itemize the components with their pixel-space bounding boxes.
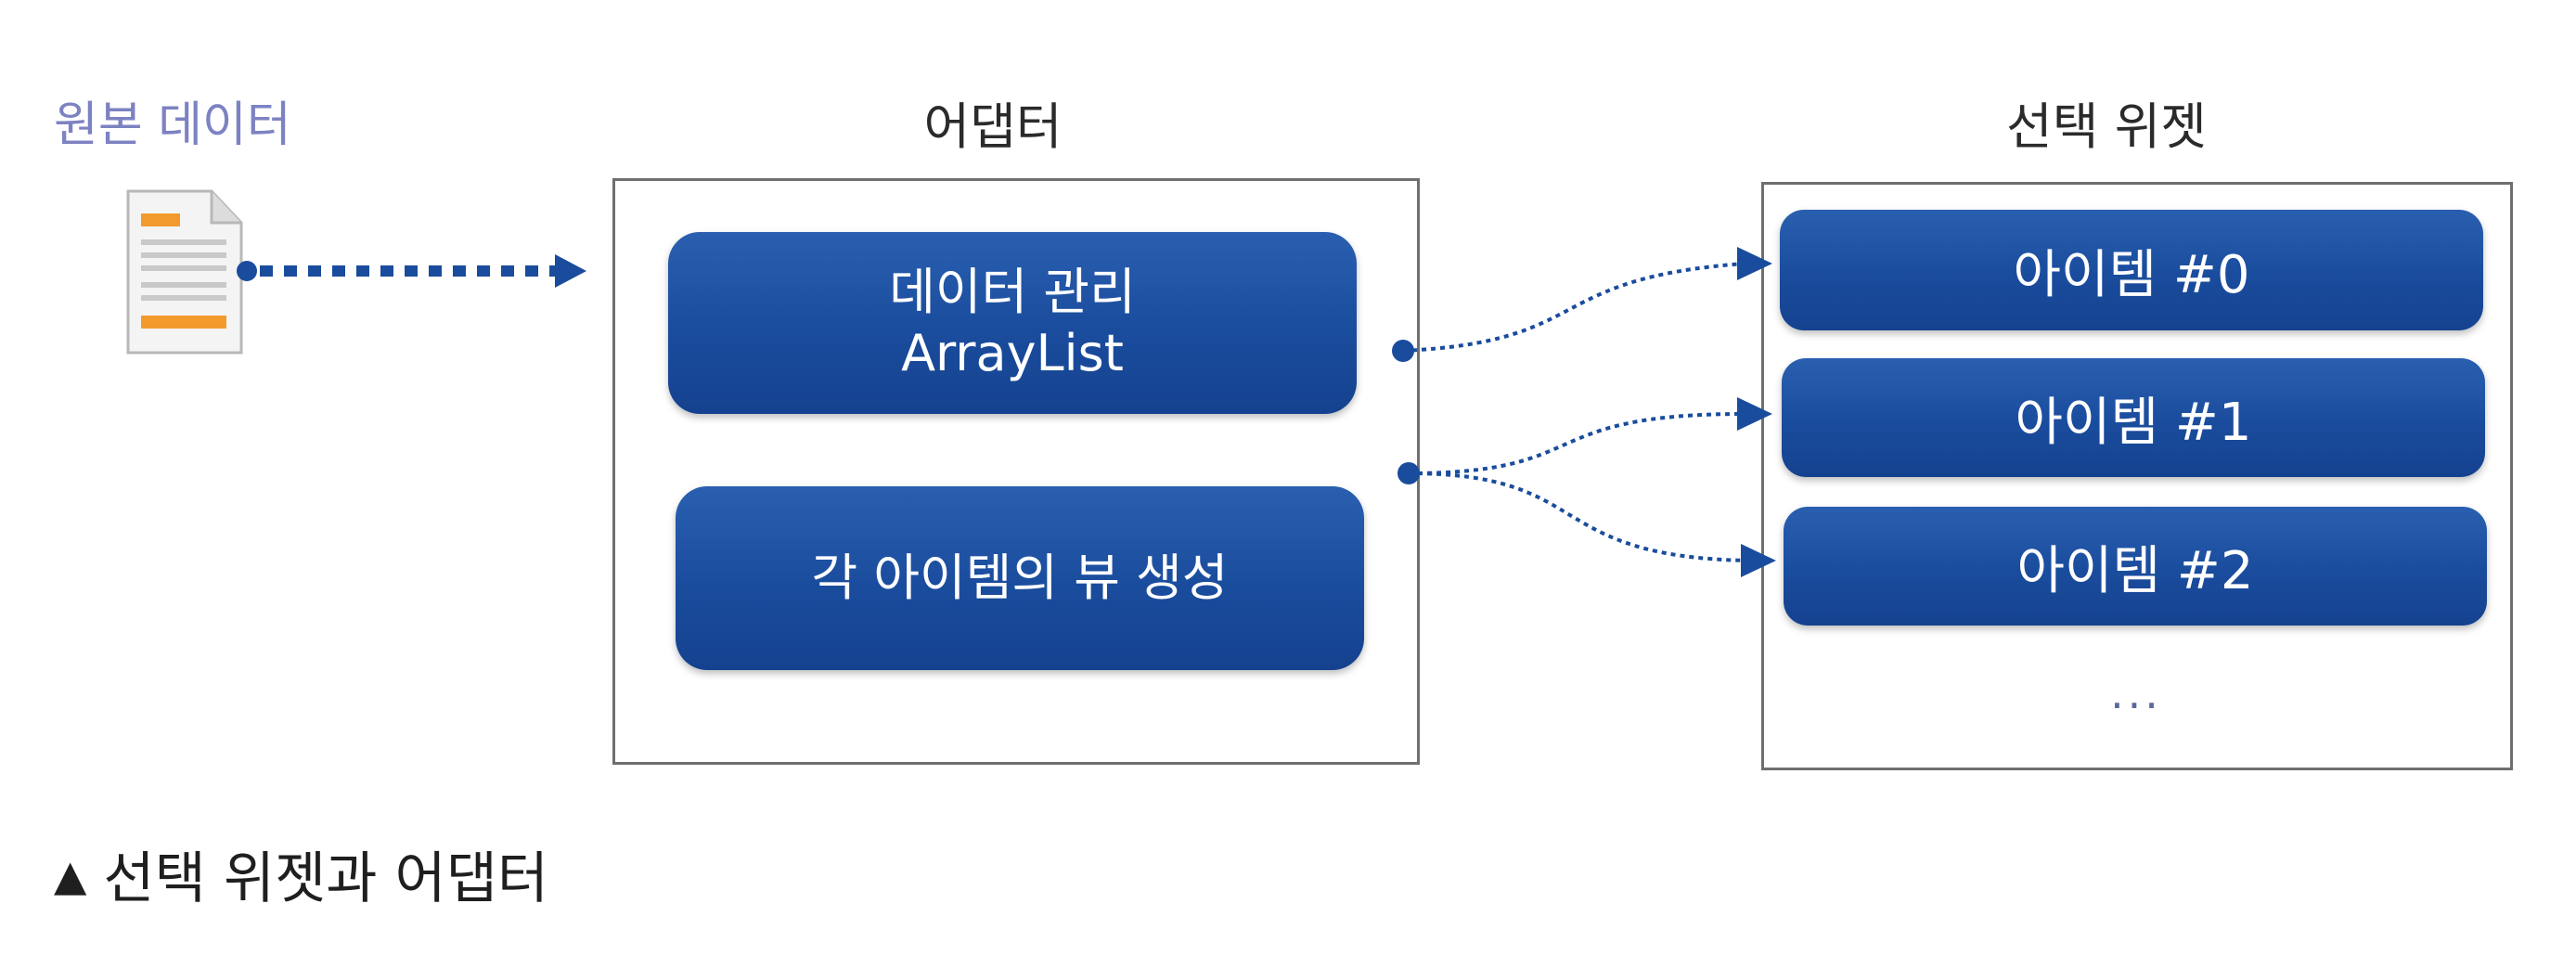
list-item[interactable]: 아이템 #1	[1782, 358, 2485, 477]
item2-arrow	[1741, 544, 1776, 577]
figure-caption: ▲ 선택 위젯과 어댑터	[54, 833, 548, 914]
more-items-ellipsis: ...	[2110, 668, 2162, 718]
source-to-adapter-arrow	[555, 254, 586, 288]
adapter-title: 어댑터	[923, 97, 1063, 156]
arraylist-label: ArrayList	[901, 324, 1124, 382]
list-item[interactable]: 아이템 #0	[1780, 210, 2483, 330]
data-management-box: 데이터 관리 ArrayList	[668, 232, 1357, 414]
list-item[interactable]: 아이템 #2	[1784, 507, 2487, 626]
document-icon	[119, 186, 258, 362]
view-creation-label: 각 아이템의 뷰 생성	[811, 549, 1229, 608]
data-management-label: 데이터 관리	[889, 263, 1136, 322]
item0-arrow	[1737, 247, 1772, 280]
caption-text: 선택 위젯과 어댑터	[103, 846, 549, 911]
source-connector-dot	[237, 261, 257, 281]
item1-arrow	[1737, 397, 1772, 431]
data-to-item0-line	[1402, 262, 1745, 353]
view-to-item2-line	[1408, 471, 1749, 562]
source-data-label: 원본 데이터	[54, 97, 291, 153]
view-to-item1-line	[1408, 412, 1745, 475]
view-creation-box: 각 아이템의 뷰 생성	[676, 486, 1364, 670]
caption-marker: ▲	[54, 850, 87, 900]
widget-title: 선택 위젯	[2006, 97, 2207, 156]
